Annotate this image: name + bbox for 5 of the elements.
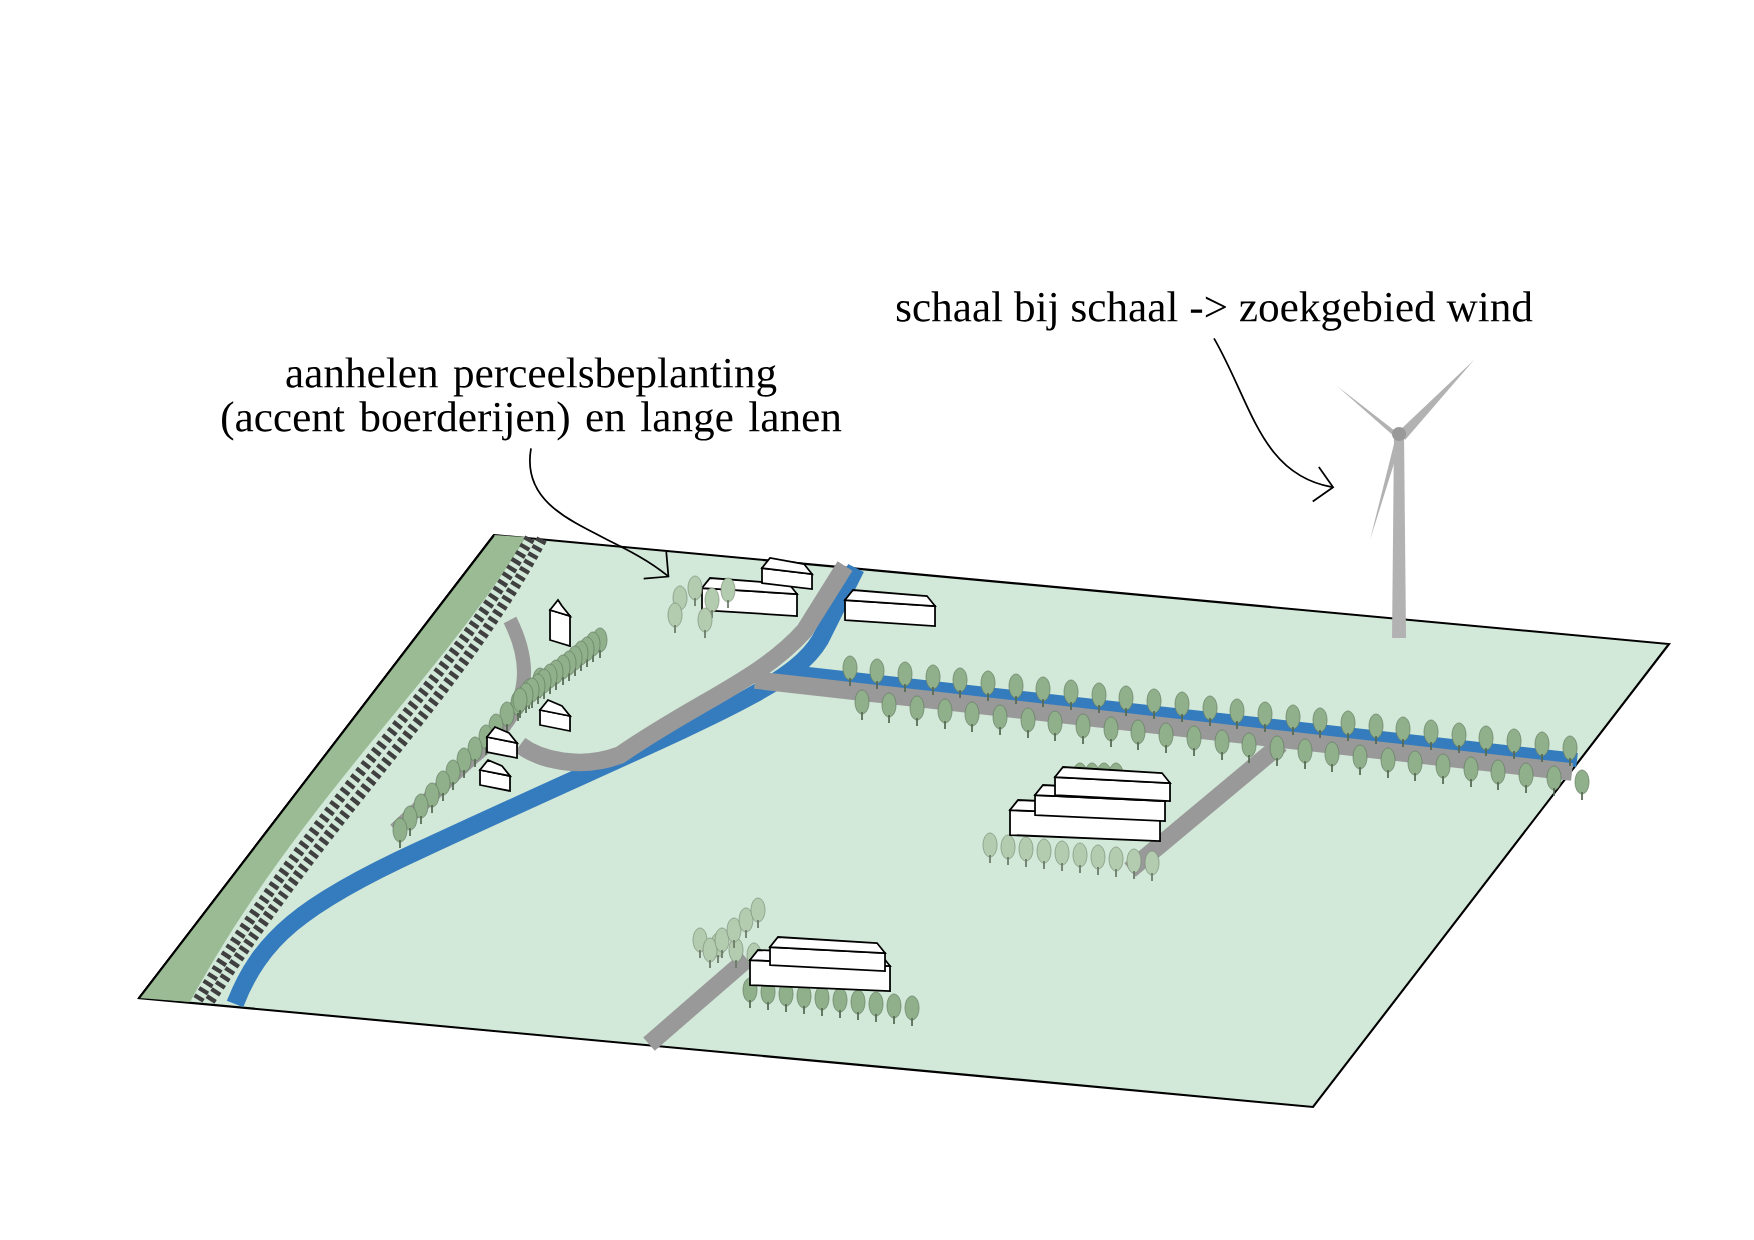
tree-cluster-drawing bbox=[667, 575, 736, 639]
annotation-text: aanhelen perceelsbeplanting (accent boerderijen) en lange lanen bbox=[222, 357, 842, 441]
leader-line bbox=[1213, 337, 1335, 503]
leader-line bbox=[529, 447, 670, 580]
annotation-text: schaal bij schaal -> zoekgebied wind bbox=[896, 291, 1533, 331]
